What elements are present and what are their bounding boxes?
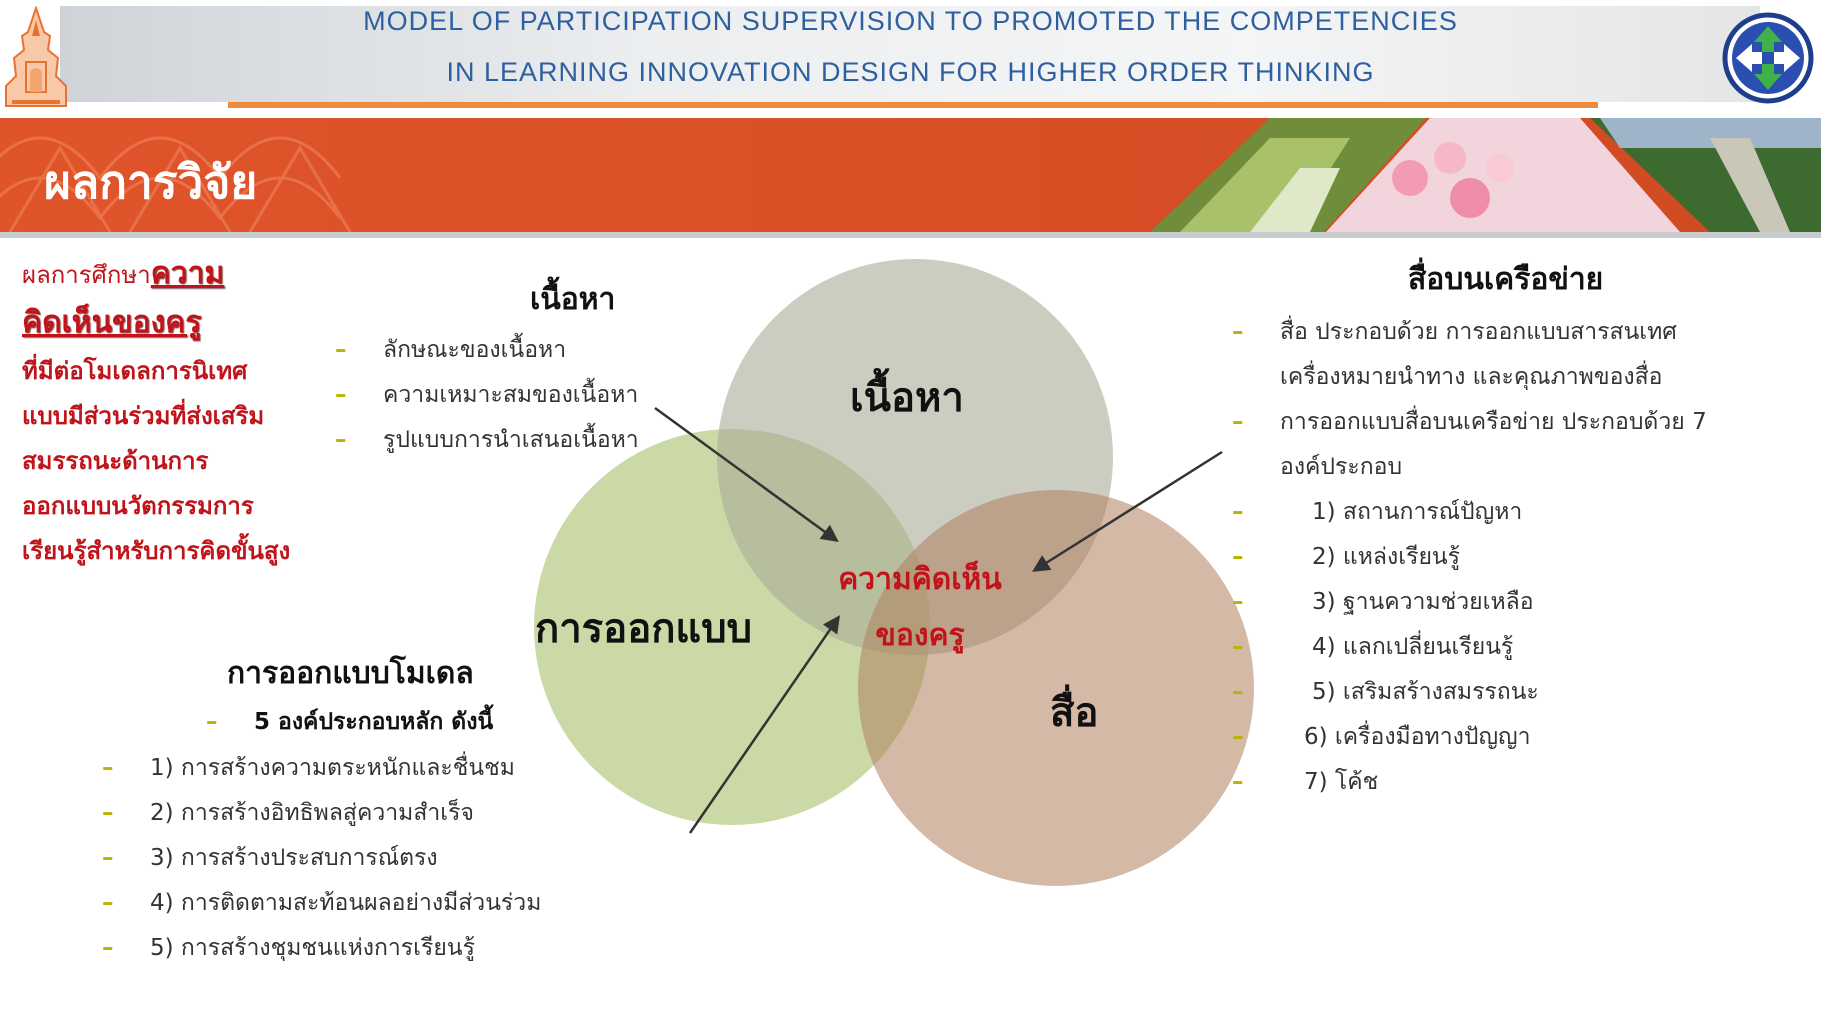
- list-item: –2) การสร้างอิทธิพลสู่ความสำเร็จ: [102, 800, 474, 826]
- venn-circle-media: [858, 490, 1254, 886]
- venn-label-media: สื่อ: [1050, 690, 1099, 736]
- list-item: องค์ประกอบ: [1280, 454, 1403, 480]
- list-item: –รูปแบบการนำเสนอเนื้อหา: [335, 427, 639, 453]
- intro-line: แบบมีส่วนร่วมที่ส่งเสริม: [22, 402, 265, 430]
- list-item: –ลักษณะของเนื้อหา: [335, 337, 567, 363]
- list-item: –3) การสร้างประสบการณ์ตรง: [102, 845, 438, 871]
- intro-line: ที่มีต่อโมเดลการนิเทศ: [22, 357, 248, 385]
- list-item: –1) สถานการณ์ปัญหา: [1232, 499, 1523, 525]
- header-divider: [228, 102, 1598, 108]
- header-band: [60, 6, 1760, 102]
- venn-center-line2: ของครู: [875, 618, 965, 653]
- design-subheading: –5 องค์ประกอบหลัก ดังนี้: [206, 709, 494, 735]
- list-item: –5) เสริมสร้างสมรรถนะ: [1232, 679, 1539, 705]
- design-list: –1) การสร้างความตระหนักและชื่นชม –2) การ…: [102, 746, 541, 971]
- list-item: เครื่องหมายนำทาง และคุณภาพของสื่อ: [1280, 364, 1663, 390]
- design-heading: การออกแบบโมเดล: [227, 656, 474, 691]
- list-item: –7) โค้ช: [1232, 769, 1379, 795]
- intro-line: สมรรถนะด้านการ: [22, 447, 209, 475]
- arrow-media: [1032, 450, 1223, 572]
- university-logo-icon: [5, 6, 67, 107]
- list-item: –ความเหมาะสมของเนื้อหา: [335, 382, 639, 408]
- arrow-content: [654, 406, 839, 543]
- intro-text: ผลการศึกษาความ คิดเห็นของครู ที่มีต่อโมเ…: [22, 252, 342, 574]
- venn-center-label: ความคิดเห็น ของครู: [820, 552, 1020, 664]
- intro-line: ออกแบบนวัตกรรมการ: [22, 492, 254, 520]
- list-item: –2) แหล่งเรียนรู้: [1232, 544, 1460, 570]
- list-item: –6) เครื่องมือทางปัญญา: [1232, 724, 1531, 750]
- intro-emphasis2: คิดเห็นของครู: [22, 305, 202, 340]
- list-item: –3) ฐานความช่วยเหลือ: [1232, 589, 1534, 615]
- header-title-line2: IN LEARNING INNOVATION DESIGN FOR HIGHER…: [446, 57, 1375, 87]
- intro-line: เรียนรู้สำหรับการคิดขั้นสูง: [22, 537, 291, 565]
- section-banner: ผลการวิจัย: [0, 118, 1821, 232]
- list-item: –1) การสร้างความตระหนักและชื่นชม: [102, 755, 515, 781]
- venn-center-line1: ความคิดเห็น: [838, 562, 1002, 597]
- list-item: –5) การสร้างชุมชนแห่งการเรียนรู้: [102, 935, 475, 961]
- media-heading: สื่อบนเครือข่าย: [1408, 262, 1604, 297]
- arrows-logo-icon: [1722, 12, 1814, 104]
- content-list: –ลักษณะของเนื้อหา –ความเหมาะสมของเนื้อหา…: [335, 328, 639, 463]
- header-title-line1: MODEL OF PARTICIPATION SUPERVISION TO PR…: [363, 6, 1458, 36]
- arrow-design: [688, 615, 840, 834]
- media-list: –สื่อ ประกอบด้วย การออกแบบสารสนเทศ เครื่…: [1232, 310, 1707, 805]
- venn-label-content: เนื้อหา: [850, 375, 964, 421]
- list-item: –4) แลกเปลี่ยนเรียนรู้: [1232, 634, 1514, 660]
- list-item: –สื่อ ประกอบด้วย การออกแบบสารสนเทศ: [1232, 319, 1677, 345]
- banner-title: ผลการวิจัย: [44, 155, 258, 209]
- content-heading: เนื้อหา: [530, 282, 616, 317]
- banner-photos-icon: [1150, 118, 1821, 232]
- banner-divider: [0, 232, 1821, 238]
- intro-prefix: ผลการศึกษา: [22, 261, 151, 289]
- list-item: –การออกแบบสื่อบนเครือข่าย ประกอบด้วย 7: [1232, 409, 1707, 435]
- banner-pattern-icon: [0, 136, 352, 232]
- venn-label-design: การออกแบบ: [535, 606, 752, 652]
- intro-emphasis1: ความ: [150, 256, 225, 291]
- list-item: –4) การติดตามสะท้อนผลอย่างมีส่วนร่วม: [102, 890, 542, 916]
